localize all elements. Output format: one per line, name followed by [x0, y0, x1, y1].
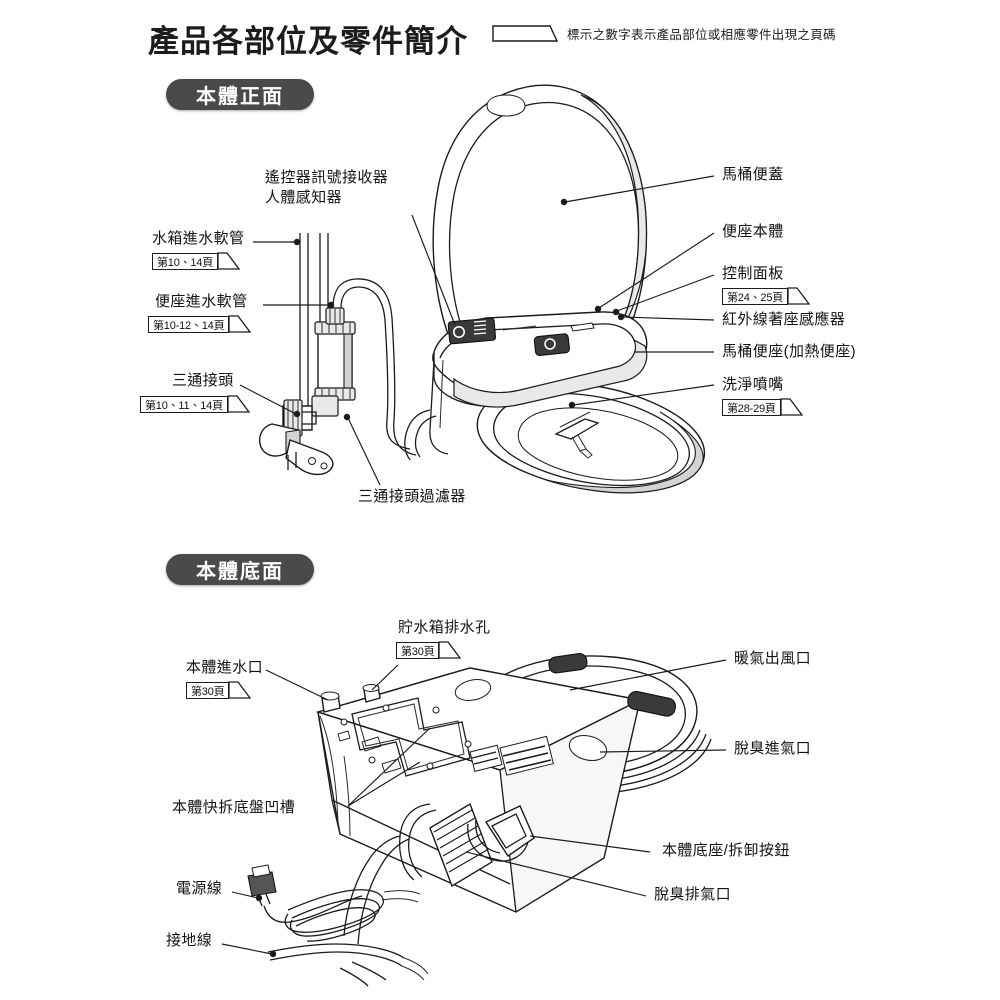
- page-tag-body-water-inlet: 第30頁: [186, 681, 252, 699]
- page-flag-icon: [438, 641, 462, 659]
- label-ground-wire: 接地線: [166, 932, 213, 949]
- label-deodorizer-air-intake: 脫臭進氣口: [734, 740, 812, 757]
- page-flag-icon: [217, 252, 241, 270]
- page-tag-text: 第28-29頁: [722, 399, 781, 416]
- legend-note: 標示之數字表示產品部位或相應零件出現之頁碼: [567, 27, 836, 42]
- page-flag-icon: [227, 395, 251, 413]
- label-infrared-seat-sensor: 紅外線著座感應器: [722, 311, 846, 328]
- label-remote-receiver: 遙控器訊號接收器 人體感知器: [265, 168, 388, 207]
- page-tag-text: 第10-12、14頁: [148, 316, 230, 333]
- page-tag-tank-drain-hole: 第30頁: [396, 641, 462, 659]
- label-body-water-inlet: 本體進水口: [186, 659, 264, 676]
- page-flag-icon: [492, 22, 559, 44]
- label-control-panel: 控制面板: [722, 265, 784, 282]
- label-base-release-button: 本體底座/拆卸按鈕: [662, 842, 790, 859]
- page-tag-control-panel: 第24、25頁: [722, 287, 811, 305]
- page-tag-text: 第30頁: [396, 642, 440, 659]
- section-pill-bottom: 本體底面: [166, 554, 314, 585]
- label-tee-connector-filter: 三通接頭過濾器: [358, 488, 466, 505]
- label-remote-receiver-line2: 人體感知器: [265, 188, 343, 206]
- label-tee-connector: 三通接頭: [172, 372, 234, 389]
- label-heated-toilet-seat: 馬桶便座(加熱便座): [722, 343, 856, 360]
- page-title: 產品各部位及零件簡介: [148, 24, 468, 59]
- label-washing-nozzle: 洗淨噴嘴: [722, 376, 784, 393]
- label-power-cord: 電源線: [176, 880, 223, 897]
- page-flag-icon: [787, 287, 811, 305]
- label-toilet-lid: 馬桶便蓋: [722, 166, 784, 183]
- label-warm-air-outlet: 暖氣出風口: [734, 650, 812, 667]
- label-deodorizer-exhaust: 脫臭排氣口: [654, 886, 732, 903]
- legend: 標示之數字表示產品部位或相應零件出現之頁碼: [492, 22, 836, 44]
- label-remote-receiver-line1: 遙控器訊號接收器: [265, 169, 389, 186]
- label-tank-drain-hole: 貯水箱排水孔: [398, 619, 491, 636]
- page-flag-icon: [780, 398, 804, 416]
- page-tag-text: 第10、11、14頁: [140, 396, 228, 413]
- page-tag-text: 第10、14頁: [152, 253, 219, 270]
- page-flag-icon: [228, 315, 252, 333]
- page-flag-icon: [228, 681, 252, 699]
- page-tag-washing-nozzle: 第28-29頁: [722, 398, 804, 416]
- label-seat-body: 便座本體: [722, 223, 784, 240]
- page-tag-tee-connector: 第10、11、14頁: [140, 395, 251, 413]
- label-seat-inlet-hose: 便座進水軟管: [155, 293, 248, 310]
- page-tag-seat-inlet-hose: 第10-12、14頁: [148, 315, 252, 333]
- page-tag-tank-inlet-hose: 第10、14頁: [152, 252, 241, 270]
- label-tank-inlet-hose: 水箱進水軟管: [152, 230, 245, 247]
- page-tag-text: 第30頁: [186, 682, 230, 699]
- page-tag-text: 第24、25頁: [722, 288, 789, 305]
- label-quick-release-base-slot: 本體快拆底盤凹槽: [172, 799, 296, 816]
- section-pill-front: 本體正面: [166, 79, 314, 110]
